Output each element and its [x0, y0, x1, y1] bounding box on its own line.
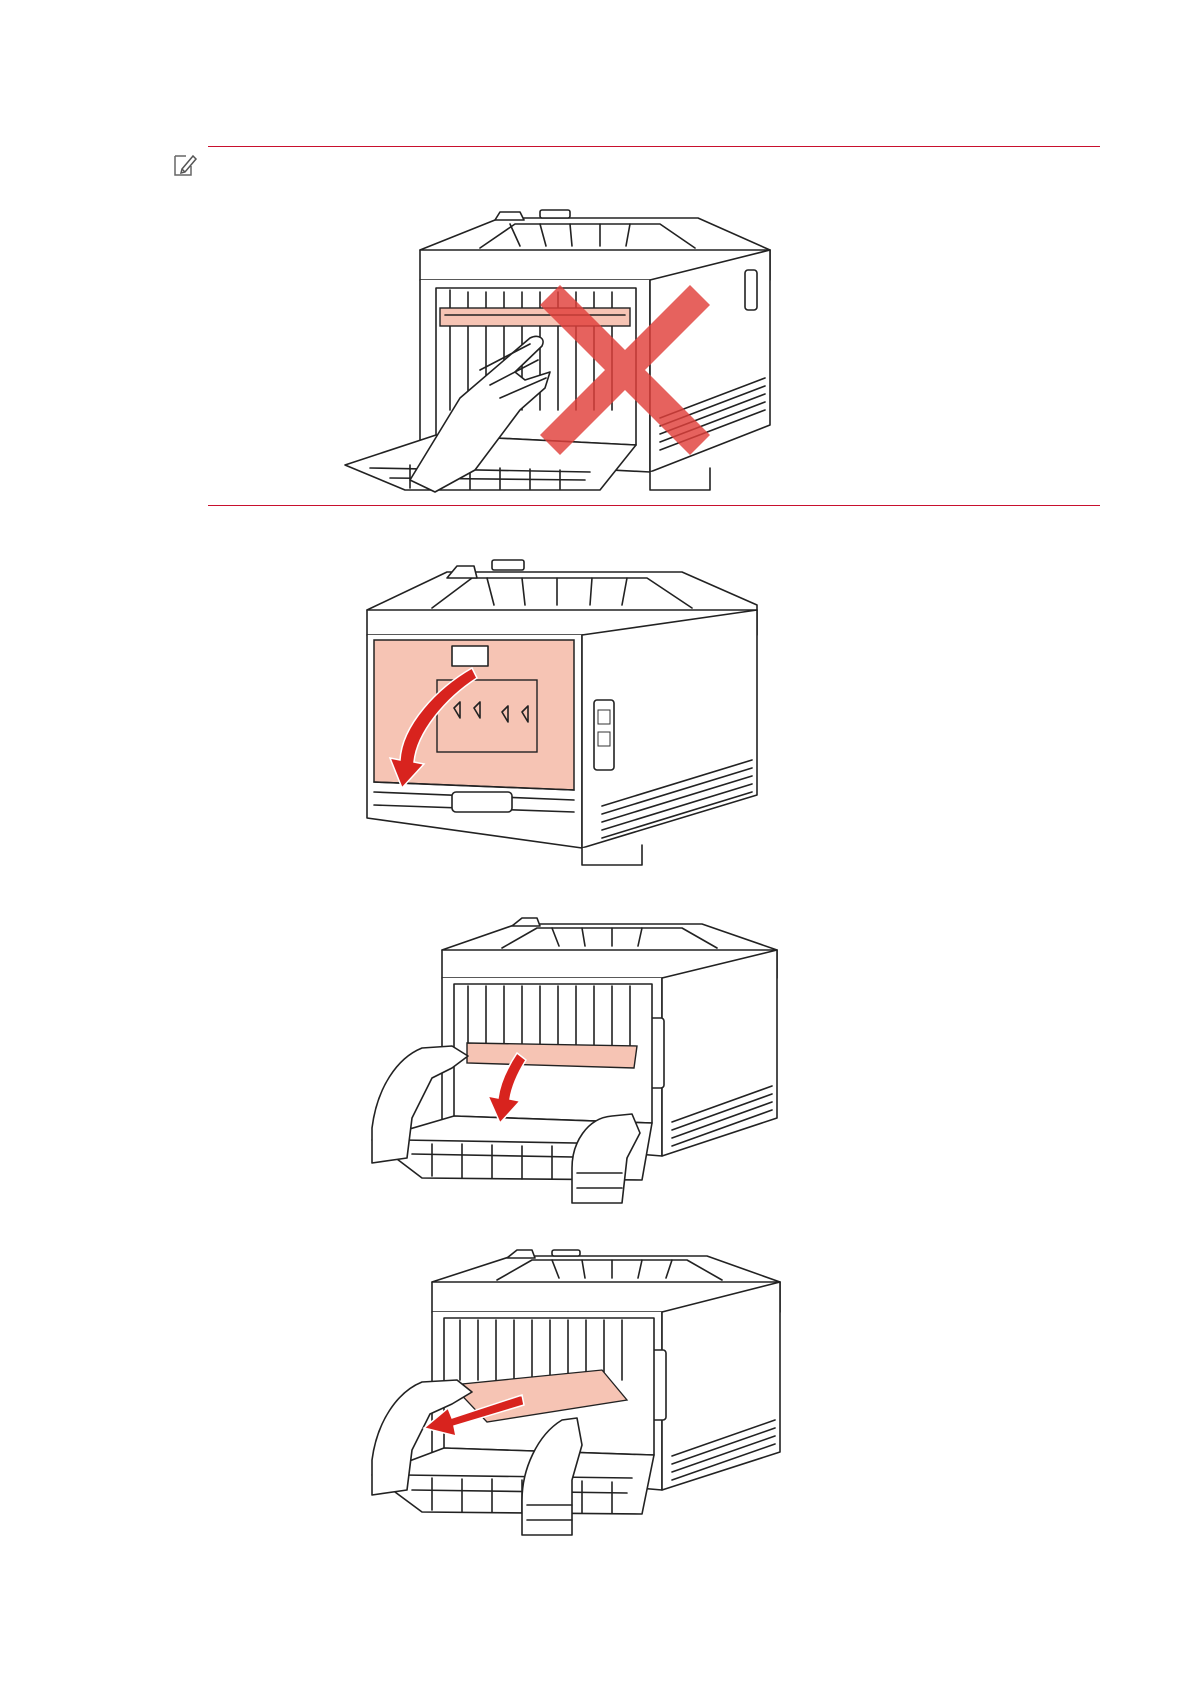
pencil-note-icon	[172, 152, 198, 178]
fig-remove-jammed-paper	[372, 1250, 782, 1535]
fig-pull-fuser-lever	[372, 918, 782, 1203]
fig-open-rear-cover	[362, 560, 762, 865]
note-bottom-rule	[208, 505, 1100, 506]
fig-do-not-touch-fuser	[350, 210, 780, 490]
note-top-rule	[208, 146, 1100, 147]
